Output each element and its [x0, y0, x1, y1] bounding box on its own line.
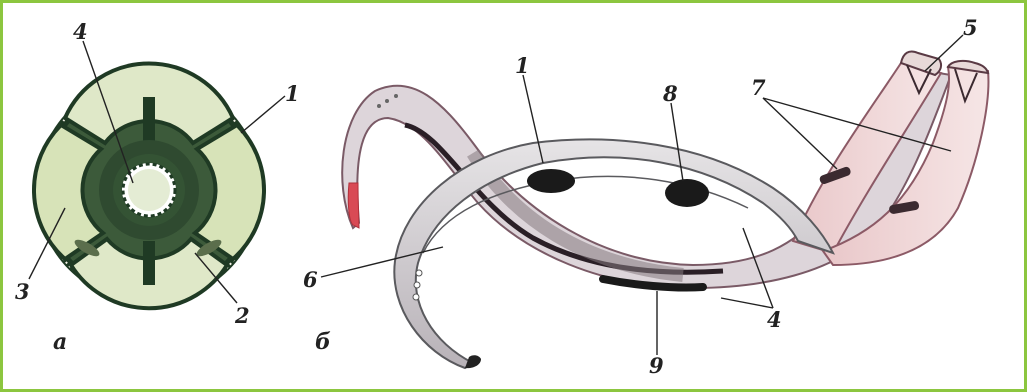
muscle-band-top — [143, 97, 155, 141]
leader-a-1 — [241, 96, 285, 133]
ovary-right — [665, 179, 709, 207]
ovary-left — [527, 169, 575, 193]
spot-3 — [394, 94, 398, 98]
label-b-7: 6 — [303, 269, 318, 290]
label-b-1: 1 — [515, 55, 530, 76]
spot-2 — [385, 99, 389, 103]
label-a-4: 4 — [73, 21, 88, 42]
leader-b-7 — [321, 247, 443, 277]
label-b-5: 5 — [963, 17, 978, 38]
egg-2 — [414, 282, 420, 288]
egg-1 — [416, 270, 422, 276]
spot-1 — [377, 104, 381, 108]
label-a-3: 3 — [15, 281, 30, 302]
label-b-4: 4 — [767, 309, 782, 330]
cross-section — [34, 64, 264, 309]
leader-b-4b — [721, 298, 773, 308]
worm-grey-tail — [465, 355, 481, 368]
label-b-6: 7 — [751, 77, 766, 98]
figure-panel: 4 1 3 2 а 1 8 5 7 6 4 9 б — [3, 3, 1024, 389]
gut-lumen — [128, 169, 170, 211]
leader-b-8 — [671, 103, 683, 181]
label-b-8: 8 — [663, 83, 678, 104]
label-a-2: 2 — [235, 305, 250, 326]
diagram-canvas — [3, 3, 1024, 389]
egg-3 — [413, 294, 419, 300]
muscle-band-bottom — [143, 241, 155, 285]
label-a-1: 1 — [285, 83, 300, 104]
panel-label-a: а — [53, 331, 67, 353]
panel-label-b: б — [315, 331, 331, 353]
label-b-9: 9 — [649, 355, 664, 376]
